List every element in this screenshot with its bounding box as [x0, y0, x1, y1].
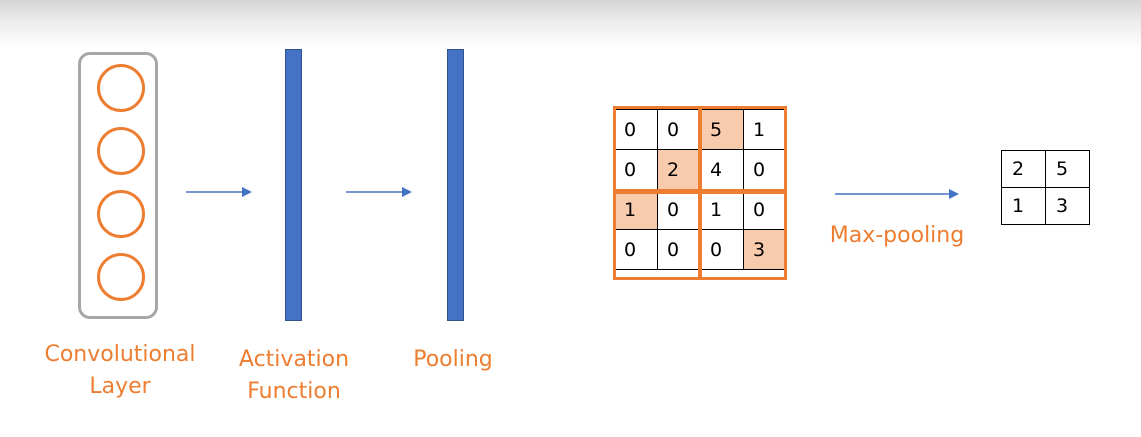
input-matrix: 0 0 5 1 0 2 4 0 1 0 1 0 0 0 0 3 — [614, 109, 787, 270]
matrix-cell: 0 — [657, 229, 701, 270]
matrix-cell-max: 3 — [743, 229, 787, 270]
conv-label-line2: Layer — [89, 374, 151, 399]
top-shading — [0, 0, 1141, 48]
matrix-row: 2 5 — [1001, 150, 1090, 188]
conv-layer-label: Convolutional Layer — [30, 339, 210, 403]
activation-function-label: Activation Function — [214, 344, 374, 408]
arrow-activation-to-pooling — [346, 187, 412, 197]
pool-window-top-left — [613, 106, 702, 192]
arrow-maxpooling — [835, 189, 959, 199]
output-matrix: 2 5 1 3 — [1001, 150, 1090, 225]
matrix-cell: 2 — [1001, 150, 1046, 188]
arrow-conv-to-activation — [186, 187, 252, 197]
matrix-cell: 5 — [1045, 150, 1090, 188]
matrix-cell: 0 — [614, 109, 658, 150]
neuron-circle — [97, 190, 145, 238]
pooling-bar — [447, 49, 464, 321]
pool-window-bottom-left — [613, 191, 702, 280]
matrix-cell: 1 — [743, 109, 787, 150]
max-pooling-label: Max-pooling — [829, 223, 965, 248]
matrix-cell: 3 — [1045, 187, 1090, 225]
matrix-row: 0 0 0 3 — [614, 229, 787, 270]
matrix-cell: 1 — [1001, 187, 1046, 225]
convolutional-layer-box — [78, 52, 158, 319]
matrix-cell: 0 — [657, 189, 701, 230]
activation-bar — [285, 49, 302, 321]
matrix-cell: 0 — [743, 189, 787, 230]
conv-label-line1: Convolutional — [44, 342, 196, 367]
pooling-label: Pooling — [413, 347, 493, 372]
neuron-circle — [97, 64, 145, 112]
matrix-cell: 0 — [657, 109, 701, 150]
pool-window-top-right — [698, 106, 787, 192]
neuron-circle — [97, 127, 145, 175]
activation-label-line1: Activation — [238, 347, 350, 372]
pool-window-bottom-right — [698, 191, 787, 280]
activation-label-line2: Function — [247, 379, 341, 404]
neuron-circle — [97, 253, 145, 301]
matrix-row: 1 3 — [1001, 187, 1090, 225]
matrix-row: 0 0 5 1 — [614, 109, 787, 150]
